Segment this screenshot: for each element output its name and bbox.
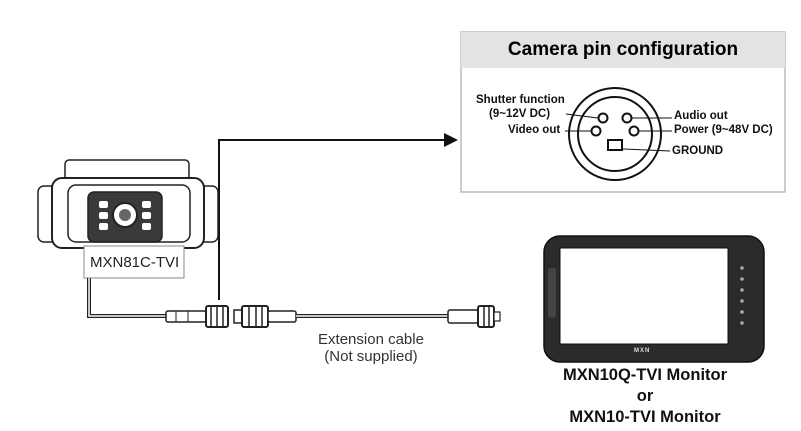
pin-connector-diagram	[565, 87, 672, 181]
shutter-voltage-label: (9~12V DC)	[489, 108, 551, 120]
camera-device	[37, 159, 219, 279]
camera-model-label: MXN81C-TVI	[90, 254, 180, 271]
audio-out-label: Audio out	[674, 110, 728, 122]
monitor-line1: MXN10Q-TVI Monitor	[562, 366, 728, 384]
ir-led	[99, 223, 108, 230]
pin-ground-key	[607, 139, 623, 151]
extension-cable-connector-end	[447, 305, 501, 328]
pin-callout-arrow-line	[218, 139, 445, 300]
extension-cable-connector-female	[233, 305, 297, 328]
video-out-label: Video out	[508, 124, 561, 136]
monitor-line3: MXN10-TVI Monitor	[569, 408, 721, 426]
extension-cable-line2: (Not supplied)	[324, 348, 418, 365]
camera-cable	[87, 278, 166, 318]
camera-connector-male	[165, 305, 229, 328]
pin-audio	[621, 112, 633, 124]
monitor-model-label: MXN10Q-TVI Monitor or MXN10-TVI Monitor	[520, 365, 770, 428]
extension-cable-label: Extension cable (Not supplied)	[283, 331, 459, 365]
ir-led	[142, 201, 151, 208]
pin-config-title: Camera pin configuration	[461, 32, 785, 68]
monitor-line2: or	[636, 387, 654, 405]
arrow-head	[444, 133, 458, 147]
shutter-function-label: Shutter function	[476, 94, 565, 106]
monitor-buttons	[740, 266, 744, 325]
monitor-device	[543, 235, 765, 363]
pin-power	[628, 125, 640, 137]
extension-cable-line1: Extension cable	[318, 331, 424, 348]
power-label: Power (9~48V DC)	[674, 124, 773, 136]
ir-led	[142, 212, 151, 219]
pin-shutter	[597, 112, 609, 124]
pin-video	[590, 125, 602, 137]
monitor-screen	[559, 247, 729, 345]
ground-label: GROUND	[672, 145, 724, 157]
monitor-brand-logo: MXN	[634, 348, 651, 354]
ir-led	[142, 223, 151, 230]
ir-led	[99, 201, 108, 208]
ir-led	[99, 212, 108, 219]
